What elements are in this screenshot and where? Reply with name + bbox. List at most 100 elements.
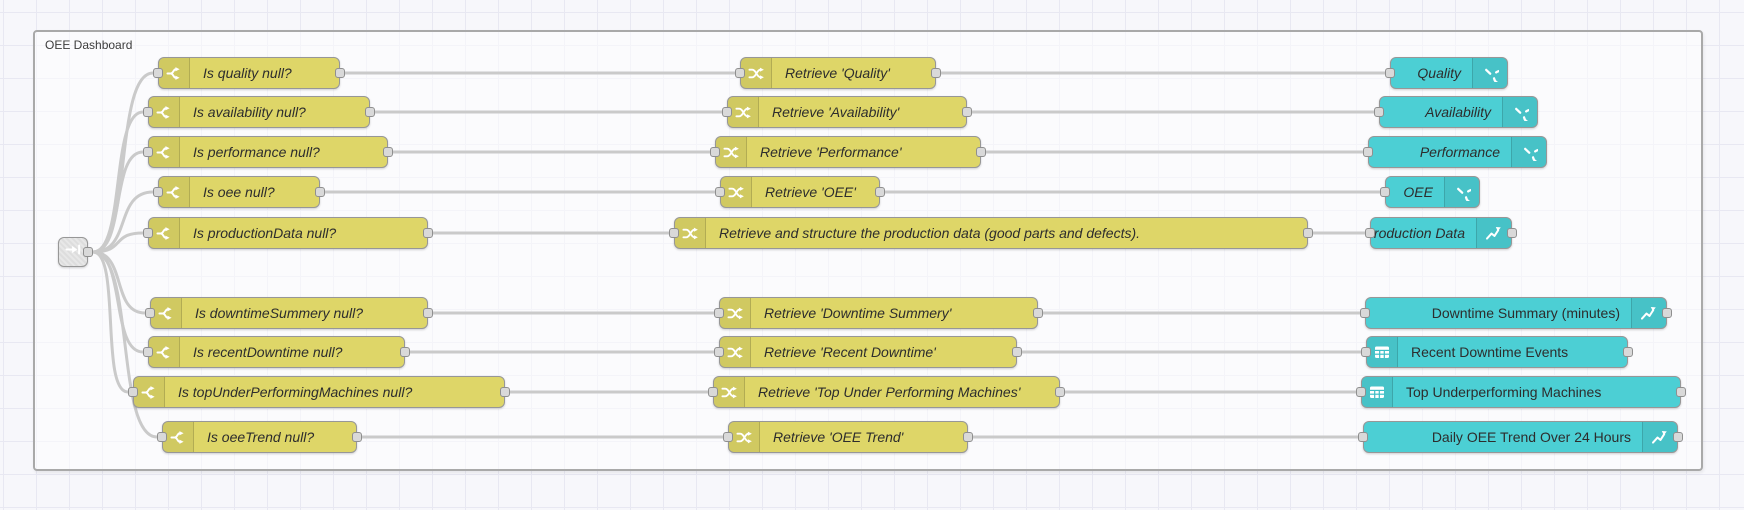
switch-icon <box>149 97 180 127</box>
input-port[interactable] <box>714 308 724 318</box>
node-ch-oee-trend[interactable]: Retrieve 'OEE Trend' <box>723 421 973 453</box>
input-port[interactable] <box>143 228 153 238</box>
input-port[interactable] <box>143 107 153 117</box>
shuffle-icon <box>716 137 747 167</box>
node-ch-availability[interactable]: Retrieve 'Availability' <box>722 96 972 128</box>
input-port[interactable] <box>669 228 679 238</box>
output-port[interactable] <box>1507 228 1517 238</box>
input-port[interactable] <box>143 147 153 157</box>
output-port[interactable] <box>1055 387 1065 397</box>
output-port[interactable] <box>365 107 375 117</box>
output-port[interactable] <box>1676 387 1686 397</box>
input-port[interactable] <box>157 432 167 442</box>
shuffle-icon <box>720 298 751 328</box>
output-port[interactable] <box>962 107 972 117</box>
node-ui-availability[interactable]: Availability <box>1374 96 1538 128</box>
shuffle-icon <box>741 58 772 88</box>
output-port[interactable] <box>1673 432 1683 442</box>
gauge-icon <box>1502 97 1537 127</box>
node-ui-downtime-summary[interactable]: Downtime Summary (minutes) <box>1360 297 1672 329</box>
node-sw-recent-downtime[interactable]: Is recentDowntime null? <box>143 336 410 368</box>
node-ch-quality[interactable]: Retrieve 'Quality' <box>735 57 941 89</box>
input-port[interactable] <box>1365 228 1375 238</box>
input-port[interactable] <box>723 432 733 442</box>
node-label: Retrieve 'Downtime Summery' <box>764 305 952 321</box>
node-sw-quality[interactable]: Is quality null? <box>153 57 345 89</box>
node-ui-production-data[interactable]: Production Data <box>1365 217 1517 249</box>
output-port[interactable] <box>423 308 433 318</box>
node-sw-production-data[interactable]: Is productionData null? <box>143 217 433 249</box>
output-port[interactable] <box>875 187 885 197</box>
node-sw-oee-trend[interactable]: Is oeeTrend null? <box>157 421 362 453</box>
node-link-in[interactable] <box>58 237 93 267</box>
input-port[interactable] <box>153 68 163 78</box>
output-port[interactable] <box>335 68 345 78</box>
input-port[interactable] <box>708 387 718 397</box>
node-ch-recent-downtime[interactable]: Retrieve 'Recent Downtime' <box>714 336 1022 368</box>
input-port[interactable] <box>1374 107 1384 117</box>
switch-icon <box>149 337 180 367</box>
input-port[interactable] <box>735 68 745 78</box>
output-port[interactable] <box>383 147 393 157</box>
node-label: Retrieve 'Recent Downtime' <box>764 344 936 360</box>
input-port[interactable] <box>710 147 720 157</box>
input-port[interactable] <box>722 107 732 117</box>
node-ch-production-data[interactable]: Retrieve and structure the production da… <box>669 217 1313 249</box>
input-port[interactable] <box>1361 347 1371 357</box>
output-port[interactable] <box>976 147 986 157</box>
table-icon <box>1367 337 1398 367</box>
node-ui-recent-downtime[interactable]: Recent Downtime Events <box>1361 336 1633 368</box>
input-port[interactable] <box>145 308 155 318</box>
node-sw-oee[interactable]: Is oee null? <box>153 176 325 208</box>
output-port[interactable] <box>352 432 362 442</box>
node-ch-performance[interactable]: Retrieve 'Performance' <box>710 136 986 168</box>
input-port[interactable] <box>1360 308 1370 318</box>
node-label: Production Data <box>1371 225 1465 241</box>
node-label: Retrieve and structure the production da… <box>719 225 1141 241</box>
chart-icon <box>1642 422 1677 452</box>
input-port[interactable] <box>715 187 725 197</box>
node-ch-top-machines[interactable]: Retrieve 'Top Under Performing Machines' <box>708 376 1065 408</box>
node-sw-top-machines[interactable]: Is topUnderPerformingMachines null? <box>128 376 510 408</box>
input-port[interactable] <box>153 187 163 197</box>
output-port[interactable] <box>931 68 941 78</box>
output-port[interactable] <box>500 387 510 397</box>
output-port[interactable] <box>1662 308 1672 318</box>
node-sw-availability[interactable]: Is availability null? <box>143 96 375 128</box>
output-port[interactable] <box>1303 228 1313 238</box>
output-port[interactable] <box>1012 347 1022 357</box>
input-port[interactable] <box>1385 68 1395 78</box>
switch-icon <box>149 137 180 167</box>
node-ch-downtime-summary[interactable]: Retrieve 'Downtime Summery' <box>714 297 1043 329</box>
switch-icon <box>163 422 194 452</box>
input-port[interactable] <box>143 347 153 357</box>
output-port[interactable] <box>963 432 973 442</box>
input-port[interactable] <box>1363 147 1373 157</box>
shuffle-icon <box>714 377 745 407</box>
node-sw-downtime-summary[interactable]: Is downtimeSummery null? <box>145 297 433 329</box>
output-port[interactable] <box>400 347 410 357</box>
node-label: Is recentDowntime null? <box>193 344 343 360</box>
input-port[interactable] <box>1358 432 1368 442</box>
output-port[interactable] <box>1623 347 1633 357</box>
shuffle-icon <box>721 177 752 207</box>
node-label: Retrieve 'Quality' <box>785 65 890 81</box>
node-ui-performance[interactable]: Performance <box>1363 136 1547 168</box>
input-port[interactable] <box>1356 387 1366 397</box>
node-sw-performance[interactable]: Is performance null? <box>143 136 393 168</box>
node-ui-quality[interactable]: Quality <box>1385 57 1508 89</box>
node-ui-top-machines[interactable]: Top Underperforming Machines <box>1356 376 1686 408</box>
output-port[interactable] <box>423 228 433 238</box>
node-label: Retrieve 'Availability' <box>772 104 900 120</box>
node-ui-oee-trend[interactable]: Daily OEE Trend Over 24 Hours <box>1358 421 1683 453</box>
switch-icon <box>159 58 190 88</box>
input-port[interactable] <box>1380 187 1390 197</box>
input-port[interactable] <box>714 347 724 357</box>
output-port[interactable] <box>315 187 325 197</box>
node-ch-oee[interactable]: Retrieve 'OEE' <box>715 176 885 208</box>
input-port[interactable] <box>128 387 138 397</box>
output-port[interactable] <box>83 247 93 257</box>
output-port[interactable] <box>1033 308 1043 318</box>
node-ui-oee[interactable]: OEE <box>1380 176 1480 208</box>
